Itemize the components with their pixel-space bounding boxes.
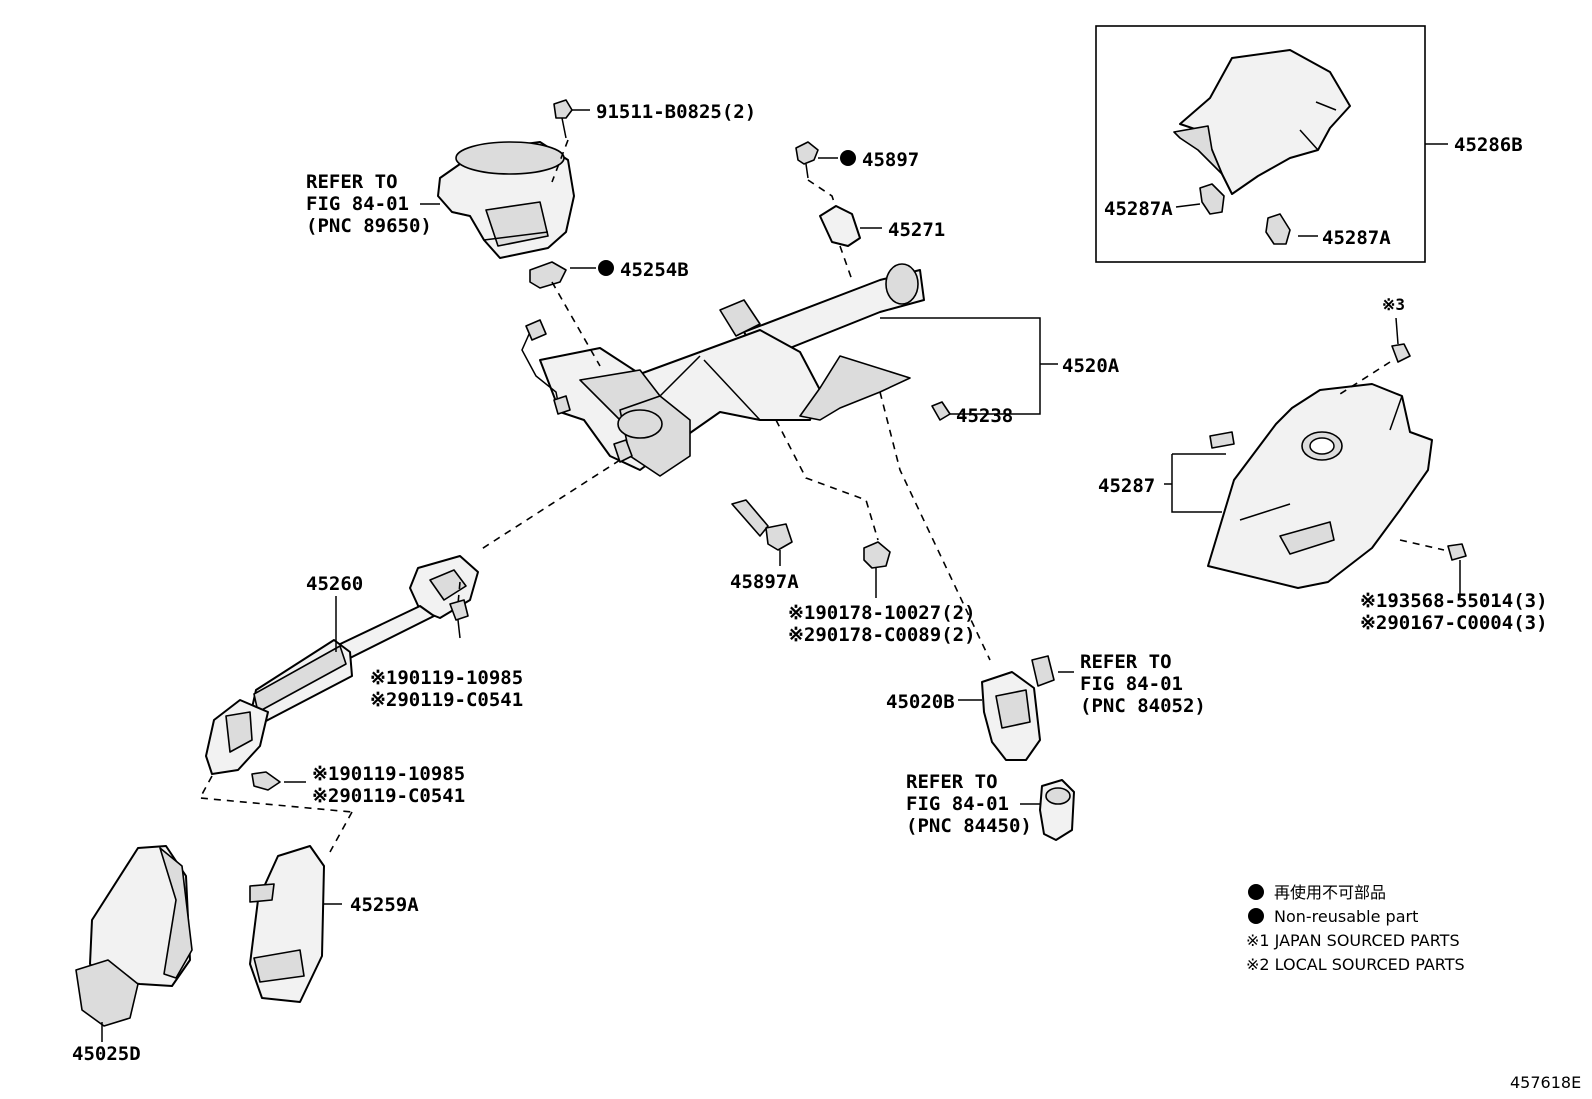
label-90119-a2: ※290119-C0541: [370, 689, 523, 711]
part-labels: 91511-B0825(2) REFER TO FIG 84-01 (PNC 8…: [72, 101, 1548, 1065]
label-90119-b2: ※290119-C0541: [312, 785, 465, 807]
label-90119-b1: ※190119-10985: [312, 763, 465, 785]
legend-dot-jp: [1248, 884, 1264, 900]
bolt-45897: [795, 141, 856, 215]
nut-90178: [863, 541, 891, 598]
motor-assembly: [420, 99, 590, 259]
label-refer-a-1: REFER TO: [306, 171, 398, 193]
label-90167: ※290167-C0004(3): [1360, 612, 1548, 634]
label-93568: ※193568-55014(3): [1360, 590, 1548, 612]
figure-id: 457618E: [1510, 1073, 1581, 1092]
legend-non-reusable-jp: 再使用不可部品: [1274, 883, 1386, 902]
label-90178-1: ※190178-10027(2): [788, 602, 976, 624]
label-45287a-left: 45287A: [1104, 198, 1173, 220]
label-45020b: 45020B: [886, 691, 955, 713]
legend-dot-en: [1248, 908, 1264, 924]
label-mark3: ※3: [1382, 295, 1405, 314]
label-45260: 45260: [306, 573, 363, 595]
label-45259a: 45259A: [350, 894, 419, 916]
legend-local-sourced: ※2 LOCAL SOURCED PARTS: [1246, 955, 1465, 974]
label-90119-a1: ※190119-10985: [370, 667, 523, 689]
label-45254b: 45254B: [620, 259, 689, 281]
label-45238: 45238: [956, 405, 1013, 427]
label-refer-b-2: FIG 84-01: [1080, 673, 1183, 695]
non-reusable-dot-45897: [840, 150, 856, 166]
label-45897: 45897: [862, 149, 919, 171]
label-45286b: 45286B: [1454, 134, 1523, 156]
label-refer-c-3: (PNC 84450): [906, 815, 1032, 837]
legend: 再使用不可部品 Non-reusable part ※1 JAPAN SOURC…: [1246, 883, 1465, 974]
label-refer-c-2: FIG 84-01: [906, 793, 1009, 815]
label-45287: 45287: [1098, 475, 1155, 497]
steering-column-4520a: [521, 263, 1058, 477]
cover-45287: [1164, 317, 1467, 598]
bolt-45897a: [731, 499, 793, 566]
label-refer-c-1: REFER TO: [906, 771, 998, 793]
label-4520a: 4520A: [1062, 355, 1120, 377]
cover-45025d: [75, 845, 193, 1042]
clip-45254b: [529, 260, 614, 289]
label-refer-b-3: (PNC 84052): [1080, 695, 1206, 717]
switch-84450: [1020, 779, 1075, 841]
label-refer-a-3: (PNC 89650): [306, 215, 432, 237]
label-90178-2: ※290178-C0089(2): [788, 624, 976, 646]
label-45287a-right: 45287A: [1322, 227, 1391, 249]
joint-45020b: [958, 655, 1074, 761]
guide-lines: [479, 281, 991, 661]
label-45897a: 45897A: [730, 571, 799, 593]
label-refer-a-2: FIG 84-01: [306, 193, 409, 215]
bushing-45238: [931, 401, 951, 421]
label-refer-b-1: REFER TO: [1080, 651, 1172, 673]
boot-45259a: [249, 845, 342, 1003]
legend-non-reusable-en: Non-reusable part: [1274, 907, 1418, 926]
legend-japan-sourced: ※1 JAPAN SOURCED PARTS: [1246, 931, 1460, 950]
label-45025d: 45025D: [72, 1043, 141, 1065]
intermediate-shaft-45260: [198, 555, 479, 853]
label-45271: 45271: [888, 219, 945, 241]
label-91511: 91511-B0825(2): [596, 101, 756, 123]
non-reusable-dot-45254b: [598, 260, 614, 276]
cover-box-45286b: [1095, 25, 1448, 263]
bracket-45271: [819, 205, 882, 281]
